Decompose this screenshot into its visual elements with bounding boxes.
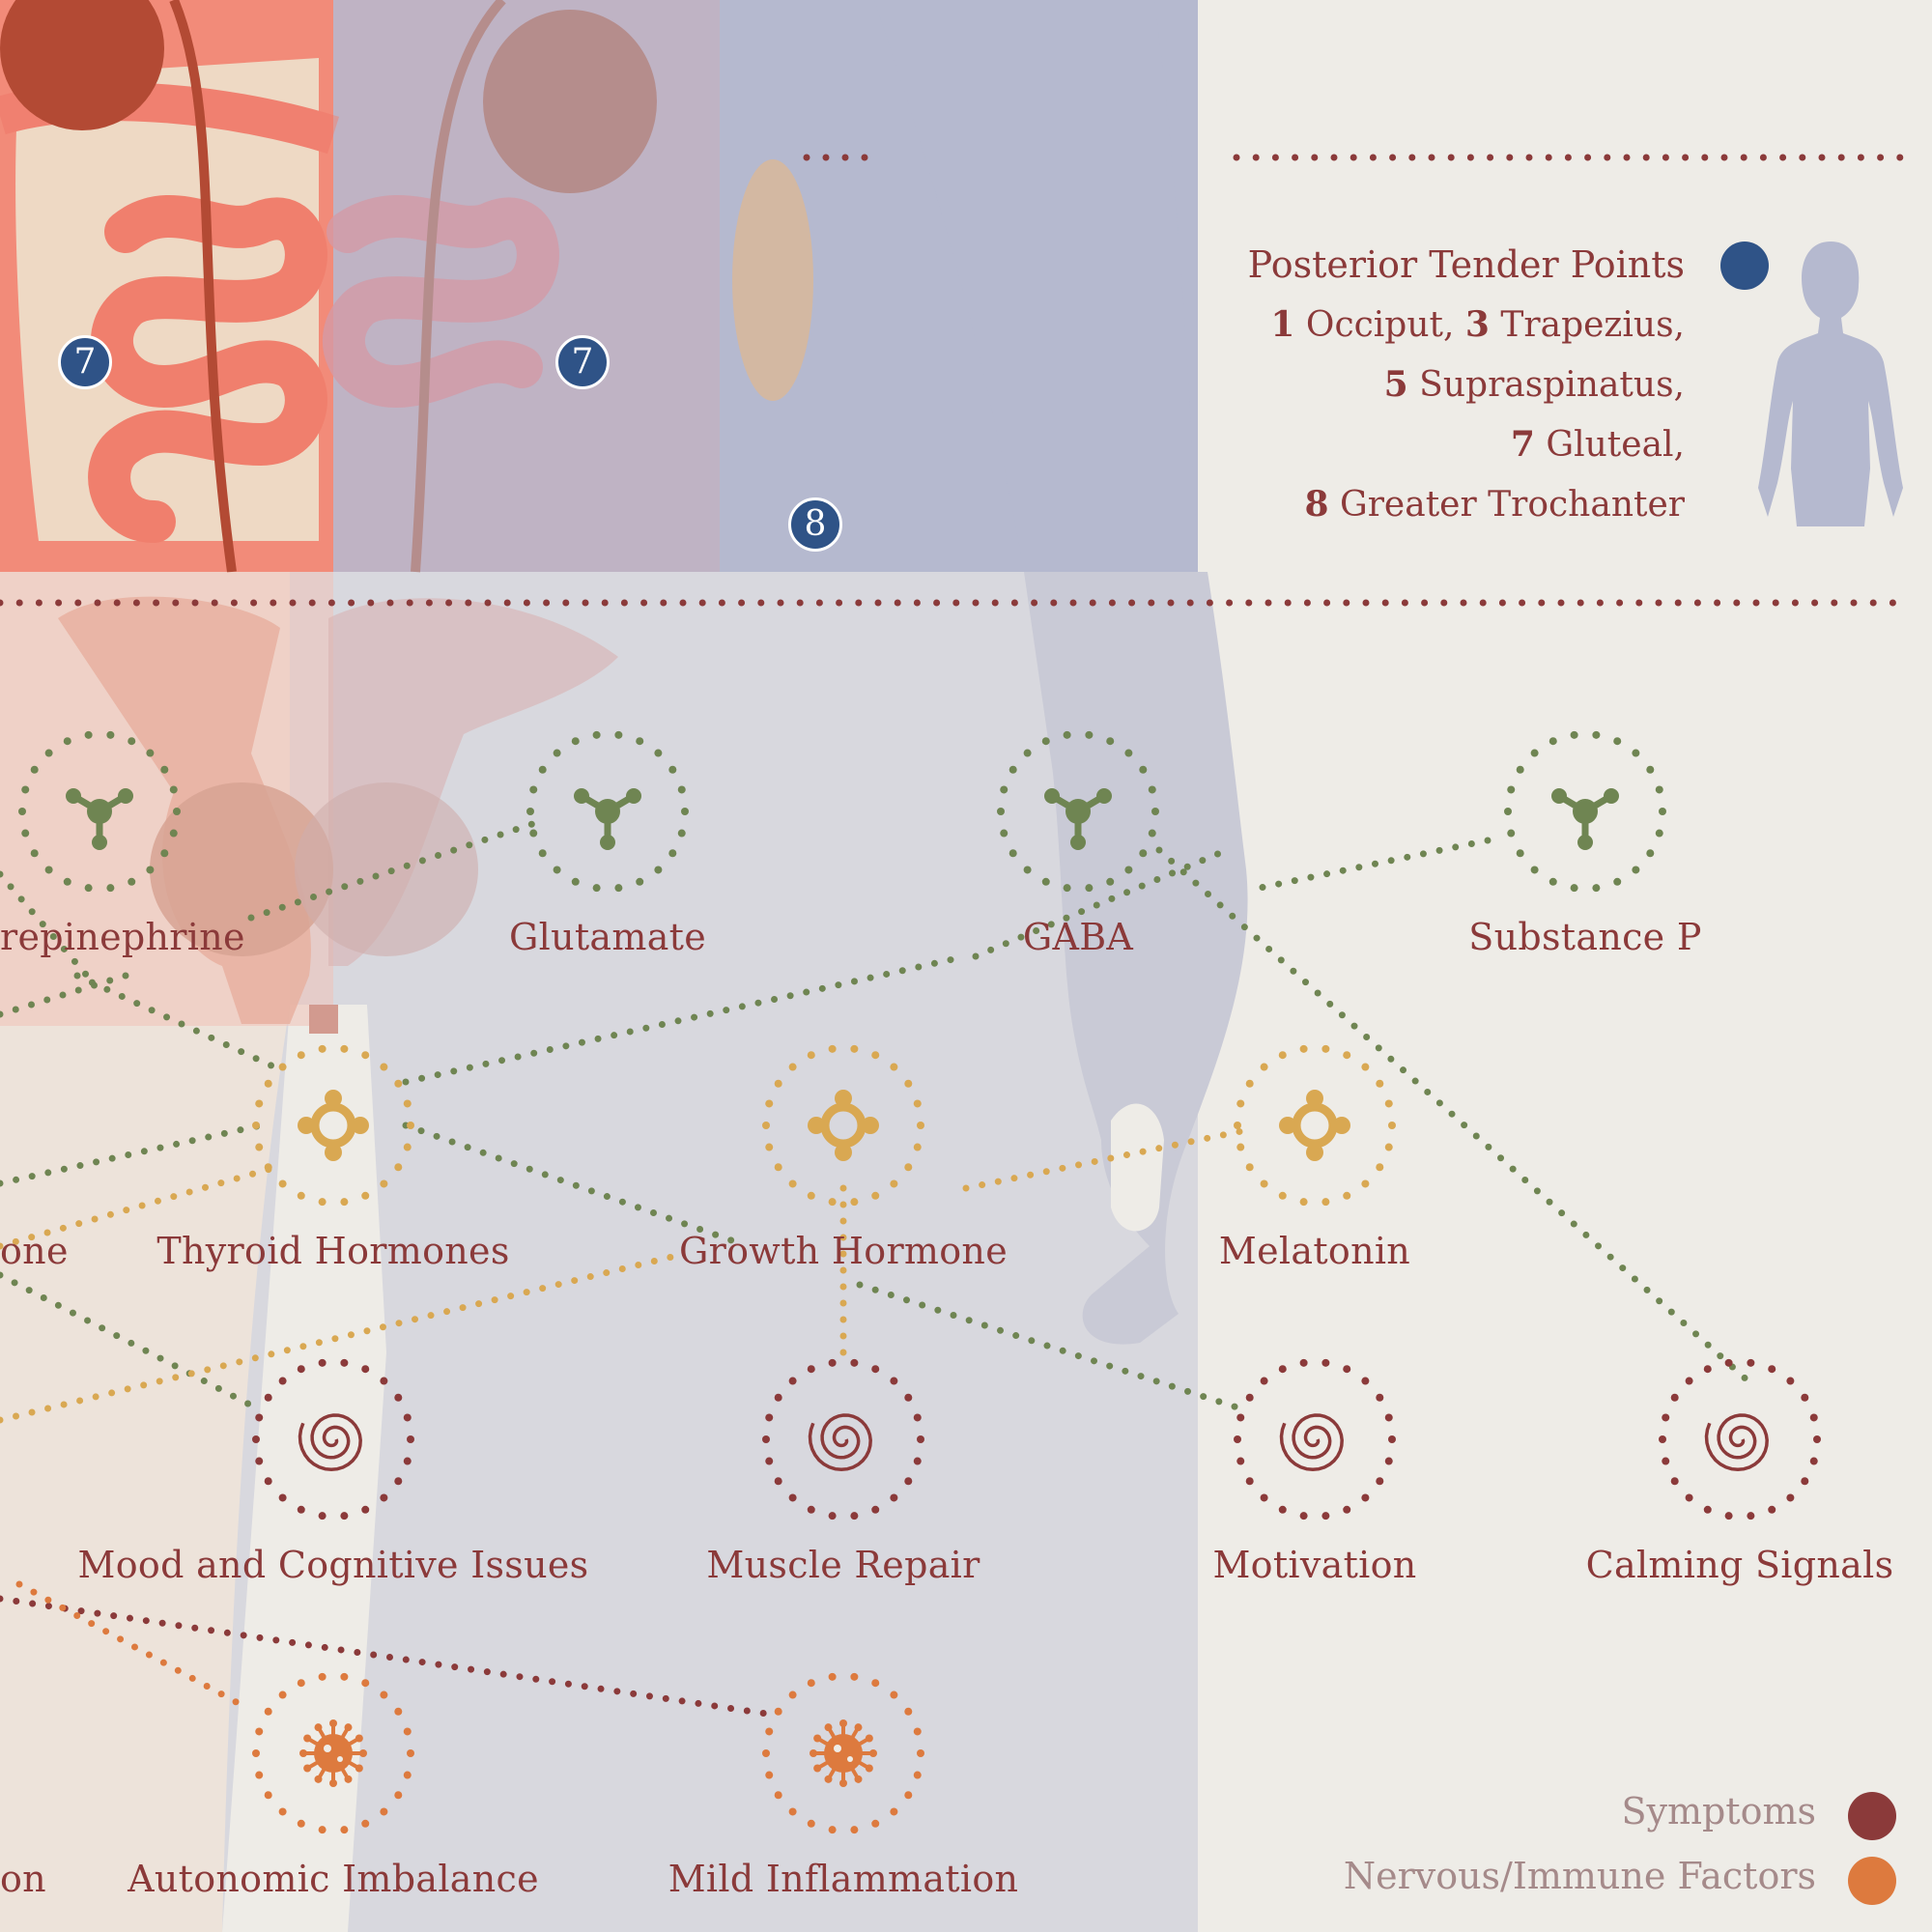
tender-point-badge-7-left: 7 bbox=[58, 335, 112, 389]
link-substancep-gaba-2 bbox=[1252, 837, 1492, 893]
neurotransmitter-label-gaba: GABA bbox=[1022, 916, 1134, 958]
tender-points-line-4: 8 Greater Trochanter bbox=[1304, 484, 1685, 525]
node-mild-inflammation bbox=[762, 1672, 924, 1834]
tender-points-title: Posterior Tender Points bbox=[1247, 243, 1685, 286]
neurotransmitter-label-substance-p: Substance P bbox=[1468, 916, 1702, 958]
hormone-icon bbox=[298, 1090, 369, 1161]
female-silhouette-icon bbox=[1758, 242, 1903, 526]
molecule-icon bbox=[66, 788, 133, 850]
link-growth-motivation bbox=[856, 1281, 1250, 1414]
tender-points-line-2: 5 Supraspinatus, bbox=[1383, 364, 1685, 405]
node-glutamate bbox=[526, 730, 689, 893]
link-offscreen-mood bbox=[0, 1271, 265, 1414]
neurotransmitter-label-norepinephrine: repinephrine bbox=[0, 916, 245, 958]
hormone-label-thyroid: Thyroid Hormones bbox=[156, 1230, 510, 1272]
node-growth-hormone bbox=[762, 1044, 924, 1207]
neurotransmitter-label-glutamate: Glutamate bbox=[508, 916, 707, 958]
symptom-label-mood: Mood and Cognitive Issues bbox=[77, 1544, 589, 1586]
link-norepinephrine-lower bbox=[0, 870, 91, 980]
factor-label-inflammation: Mild Inflammation bbox=[668, 1858, 1019, 1900]
legend-label-symptoms: Symptoms bbox=[1621, 1790, 1816, 1833]
symptom-label-motivation: Motivation bbox=[1212, 1544, 1417, 1586]
node-calming-signals bbox=[1659, 1358, 1821, 1520]
link-offscreen-norepinephrine bbox=[0, 972, 129, 1018]
hormone-label-melatonin: Melatonin bbox=[1218, 1230, 1411, 1272]
molecule-icon bbox=[574, 788, 641, 850]
tender-point-badge-8: 8 bbox=[788, 497, 842, 552]
symptom-label-muscle-repair: Muscle Repair bbox=[706, 1544, 980, 1586]
node-melatonin bbox=[1234, 1044, 1396, 1207]
virus-icon bbox=[299, 1719, 367, 1787]
legend-swatch-symptoms bbox=[1848, 1792, 1896, 1840]
link-offscreen-autonomic bbox=[15, 1580, 245, 1709]
link-offscreen-inflammation bbox=[0, 1595, 777, 1719]
tender-point-marker bbox=[1720, 242, 1769, 290]
tender-points-line-3: 7 Gluteal, bbox=[1510, 424, 1685, 465]
molecule-icon bbox=[1044, 788, 1112, 850]
link-offscreen-thyroid bbox=[0, 1122, 265, 1187]
link-melatonin-growth bbox=[962, 1126, 1250, 1192]
virus-icon bbox=[810, 1719, 877, 1787]
spiral-icon bbox=[298, 1413, 362, 1472]
node-mood-cognitive bbox=[252, 1358, 414, 1520]
hormone-icon bbox=[1279, 1090, 1350, 1161]
link-glutamate-left bbox=[247, 817, 545, 922]
node-gaba bbox=[997, 730, 1159, 893]
legend-swatch-factors bbox=[1848, 1857, 1896, 1905]
node-muscle-repair bbox=[762, 1358, 924, 1520]
legend-label-factors: Nervous/Immune Factors bbox=[1343, 1855, 1816, 1897]
tender-point-badge-7-right: 7 bbox=[555, 335, 610, 389]
node-substance-p bbox=[1504, 730, 1666, 893]
link-offscreen-thyroid-hormone bbox=[0, 1165, 274, 1250]
hormone-icon bbox=[808, 1090, 879, 1161]
symptom-label-calming: Calming Signals bbox=[1585, 1544, 1894, 1586]
spiral-icon bbox=[1279, 1413, 1344, 1472]
spiral-icon bbox=[1704, 1413, 1769, 1472]
spiral-icon bbox=[808, 1413, 872, 1472]
factor-label-cut: on bbox=[0, 1858, 46, 1900]
hormone-label-growth: Growth Hormone bbox=[678, 1230, 1009, 1272]
link-gaba-calming bbox=[1155, 846, 1752, 1385]
link-thyroid-growth bbox=[402, 1122, 738, 1245]
hormone-label-cut: one bbox=[0, 1230, 69, 1272]
factor-label-autonomic: Autonomic Imbalance bbox=[128, 1858, 539, 1900]
node-norepinephrine bbox=[18, 730, 181, 893]
link-offscreen-growth bbox=[0, 1252, 680, 1424]
link-thyroid-gaba bbox=[402, 952, 970, 1086]
link-norepinephrine-thyroid bbox=[73, 972, 279, 1071]
node-motivation bbox=[1234, 1358, 1396, 1520]
link-substancep-gaba bbox=[972, 846, 1231, 960]
node-autonomic-imbalance bbox=[252, 1672, 414, 1834]
node-thyroid-hormones bbox=[252, 1044, 414, 1207]
tender-points-line-1: 1 Occiput, 3 Trapezius, bbox=[1270, 304, 1685, 345]
molecule-icon bbox=[1551, 788, 1619, 850]
